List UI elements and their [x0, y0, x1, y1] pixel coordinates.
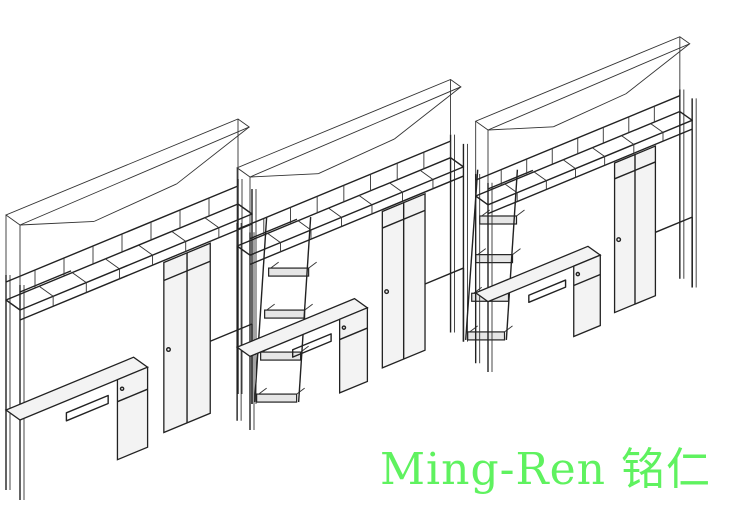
stair-step [475, 254, 514, 264]
loft-bed-unit-middle [235, 78, 525, 430]
stair-step [260, 351, 302, 361]
loft-bed-unit-left [4, 118, 317, 500]
stair-step [467, 331, 506, 341]
loft-bed-unit-right [474, 36, 697, 372]
brand-watermark: Ming-Ren 铭仁 [380, 444, 711, 495]
stair-step [268, 267, 310, 277]
stair-step [479, 215, 518, 225]
stair-step [264, 309, 306, 319]
stair-step [256, 393, 298, 403]
